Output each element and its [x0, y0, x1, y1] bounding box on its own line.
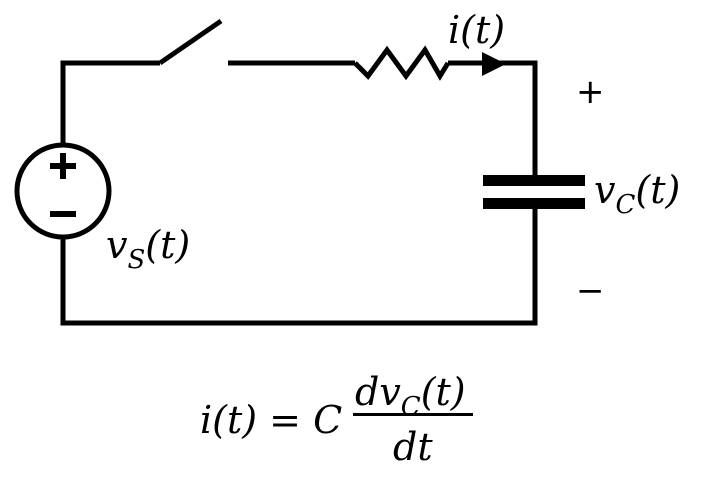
cap-plus-sign: + — [576, 72, 605, 112]
source-voltage-var: v — [106, 223, 128, 267]
capacitor-plate-bottom — [483, 198, 585, 209]
switch-blade — [158, 18, 223, 66]
current-label: i(t) — [448, 8, 505, 52]
source-voltage-label: vS(t) — [106, 223, 190, 275]
wire-top-right — [448, 60, 538, 178]
wire-right-bottom — [60, 209, 538, 326]
cap-voltage-sub: C — [615, 190, 635, 220]
numerator-sub: C — [401, 392, 421, 422]
capacitor-plate-top — [483, 175, 585, 186]
source-voltage-sub: S — [127, 245, 145, 275]
numerator-var: dv — [355, 370, 401, 414]
equation-denominator: dt — [393, 425, 433, 469]
voltage-source — [14, 142, 112, 240]
fraction-bar — [353, 413, 473, 416]
numerator-arg: (t) — [421, 370, 466, 414]
cap-voltage-label: vC(t) — [594, 168, 680, 220]
cap-minus-sign: − — [576, 271, 605, 311]
equation-lhs: i(t) = C — [200, 398, 342, 442]
resistor — [353, 45, 451, 81]
cap-voltage-arg: (t) — [635, 168, 680, 212]
cap-voltage-var: v — [594, 168, 616, 212]
wire-left-top — [60, 60, 160, 145]
source-voltage-arg: (t) — [145, 223, 190, 267]
current-arrow-icon — [482, 52, 506, 76]
source-plus-icon — [50, 153, 76, 179]
